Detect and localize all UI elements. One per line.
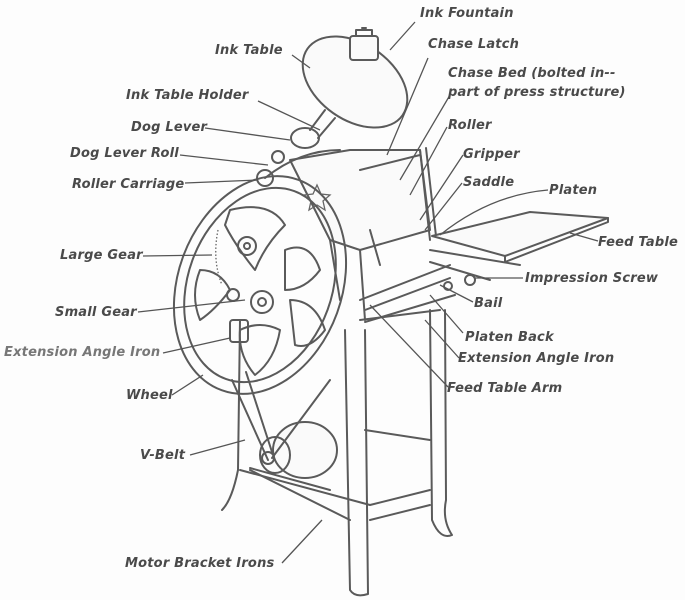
leader-gripper — [419, 154, 464, 221]
leader-dog-lever-roll — [179, 154, 269, 166]
label-platen: Platen — [549, 183, 598, 198]
leader-platen-back — [429, 294, 464, 334]
feed-table-drawing — [359, 211, 609, 323]
leader-extension-angle-iron-left — [162, 337, 231, 354]
leader-bail — [439, 284, 474, 303]
label-roller-carriage: Roller Carriage — [72, 177, 185, 192]
stand — [221, 309, 453, 597]
label-large-gear: Large Gear — [60, 248, 143, 263]
leader-large-gear — [142, 254, 213, 257]
leader-ink-table-holder — [257, 100, 321, 131]
label-roller: Roller — [448, 118, 492, 133]
leader-roller-carriage — [184, 179, 259, 184]
leader-feed-table-arm — [369, 304, 449, 388]
leader-ink-fountain — [389, 21, 416, 51]
leader-dog-lever — [204, 127, 291, 141]
ink-fountain-drawing — [349, 27, 379, 61]
label-extension-angle-iron-left: Extension Angle Iron — [4, 345, 161, 360]
label-small-gear: Small Gear — [55, 305, 137, 320]
leader-v-belt — [189, 439, 246, 456]
label-platen-back: Platen Back — [465, 330, 554, 345]
leader-roller — [409, 126, 448, 196]
label-extension-angle-iron-right: Extension Angle Iron — [458, 351, 615, 366]
dog-lever-drawing — [256, 127, 341, 187]
label-gripper: Gripper — [463, 147, 520, 162]
leader-ink-table — [291, 54, 311, 69]
leader-motor-bracket-irons — [281, 519, 323, 564]
wheel-drawing — [172, 175, 348, 395]
leader-feed-table — [569, 232, 599, 242]
label-motor-bracket-irons: Motor Bracket Irons — [125, 556, 275, 571]
label-ink-table: Ink Table — [215, 43, 283, 58]
leader-chase-latch — [386, 57, 429, 156]
label-chase-latch: Chase Latch — [428, 37, 520, 52]
label-chase-bed-line1: Chase Bed (bolted in-- — [448, 66, 616, 81]
leader-small-gear — [137, 299, 246, 313]
label-dog-lever: Dog Lever — [131, 120, 208, 135]
leader-chase-bed — [399, 94, 451, 181]
label-v-belt: V-Belt — [140, 448, 186, 463]
leader-wheel — [171, 374, 204, 396]
label-feed-table-arm: Feed Table Arm — [447, 381, 563, 396]
label-dog-lever-roll: Dog Lever Roll — [70, 146, 179, 161]
label-feed-table: Feed Table — [598, 235, 679, 250]
label-ink-fountain: Ink Fountain — [420, 6, 514, 21]
leader-extension-angle-iron-right — [424, 319, 460, 359]
label-ink-table-holder: Ink Table Holder — [126, 88, 249, 103]
label-chase-bed-line2: part of press structure) — [448, 85, 626, 100]
label-saddle: Saddle — [463, 175, 515, 190]
leader-platen — [439, 189, 549, 236]
label-bail: Bail — [474, 296, 503, 311]
label-wheel: Wheel — [126, 388, 173, 403]
label-impression-screw: Impression Screw — [525, 271, 659, 286]
leader-saddle — [424, 182, 463, 231]
v-belt-right — [271, 379, 331, 459]
